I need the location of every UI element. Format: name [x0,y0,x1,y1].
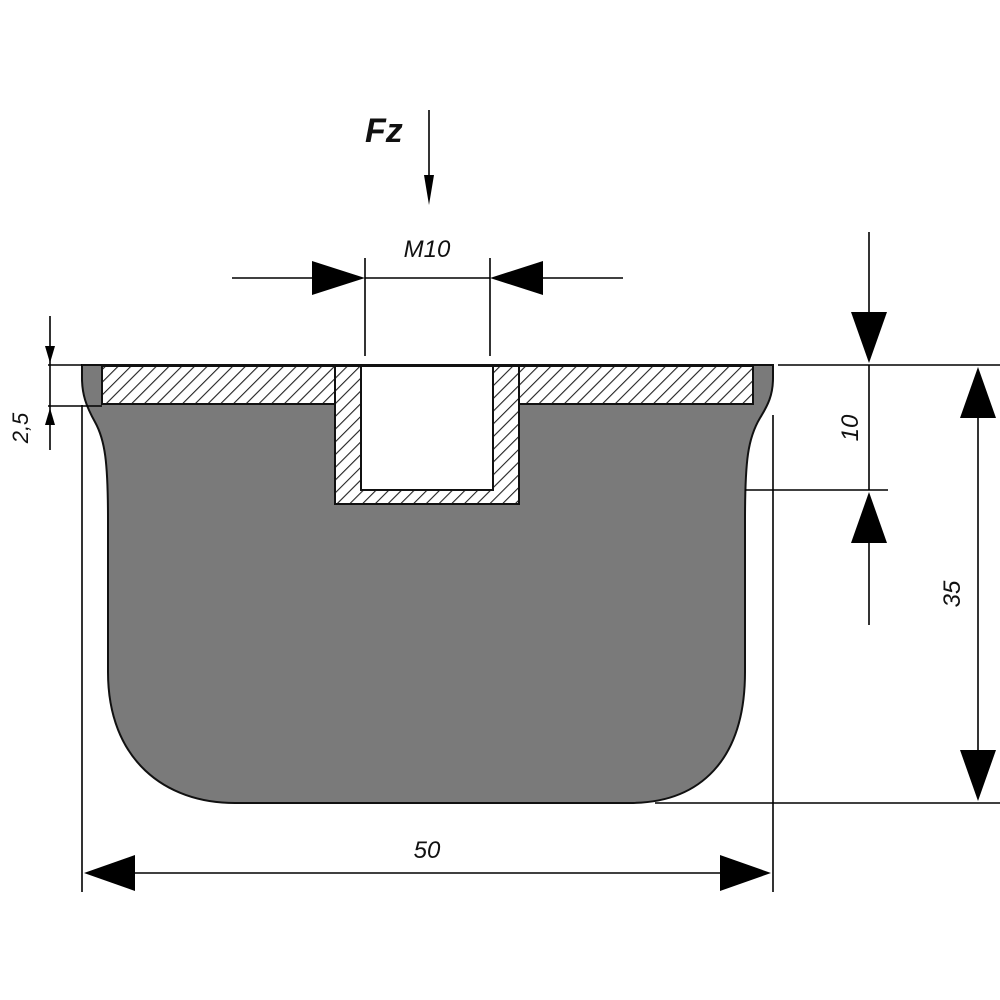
depth-arrow-bottom [851,492,887,543]
force-indicator: Fz [365,110,434,205]
mounting-plate-right [507,365,754,405]
thread-arrow-left [312,261,365,295]
thread-dimension: M10 [232,236,623,356]
height-arrow-bottom [960,750,996,801]
thread-arrow-right [490,261,543,295]
width-arrow-left [84,855,135,891]
plate-thickness-label: 2,5 [8,412,33,444]
force-label: Fz [365,112,403,150]
rubber-body [81,364,774,804]
thread-bore [360,365,494,491]
total-height-dimension: 35 [655,367,1000,804]
insert-depth-label: 10 [837,414,864,441]
width-label: 50 [414,837,441,864]
width-dimension: 50 [84,837,771,891]
depth-arrow-top [851,312,887,363]
total-height-label: 35 [939,580,966,607]
width-arrow-right [720,855,771,891]
plate-thickness-dimension: 2,5 [8,316,102,450]
height-arrow-top [960,367,996,418]
thread-label: M10 [404,236,451,263]
insert-depth-dimension: 10 [745,232,1000,625]
mounting-plate-left [101,365,349,405]
